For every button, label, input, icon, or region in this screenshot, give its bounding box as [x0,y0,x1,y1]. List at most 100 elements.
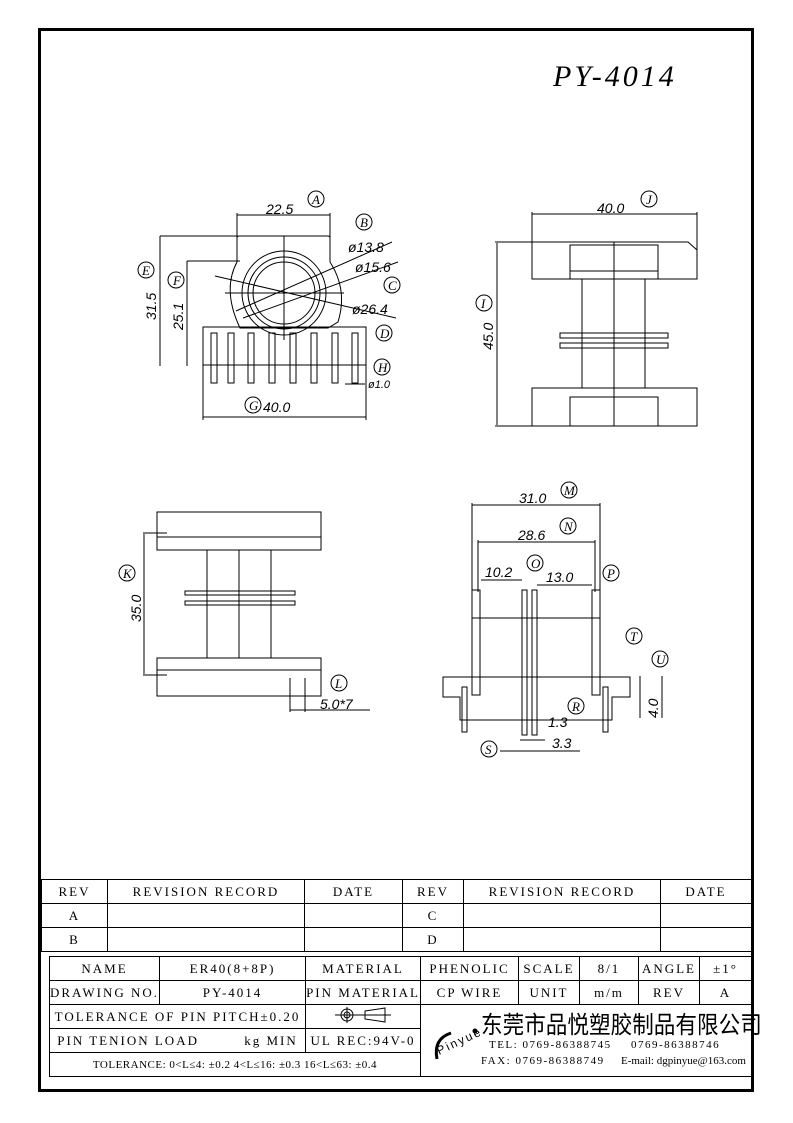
svg-text:H: H [377,360,388,375]
pin-material-label: PIN MATERIAL [305,980,421,1005]
rev-cell: B [41,927,108,952]
dim-E-value: 31.5 [143,293,159,320]
drawing-title: PY-4014 [553,60,677,93]
title-block: NAME ER40(8+8P) MATERIAL PHENOLIC SCALE … [48,956,762,1077]
front-view [159,213,399,420]
pinyue-logo-icon: Pinyue [434,1024,484,1060]
date-cell [304,927,403,952]
svg-text:B: B [360,215,368,230]
rev-cell: A [41,903,108,928]
svg-text:O: O [531,556,541,571]
date-cell [304,903,403,928]
dim-S-value: 3.3 [552,735,572,751]
drawing-no-label: DRAWING NO. [48,980,161,1005]
technical-drawing: 22.5 ø13.8 ø15.6 ø26.4 ø1.0 40.0 31.5 25… [118,190,698,758]
dim-G-value: 40.0 [263,399,290,415]
material-label: MATERIAL [305,956,421,981]
svg-text:R: R [571,699,580,714]
svg-text:K: K [122,566,133,581]
svg-text:I: I [480,296,486,311]
company-info: Pinyue 东莞市品悦塑胶制品有限公司 TEL: 0769-86388745 … [419,1004,762,1077]
dim-R2-value: 1.3 [548,714,568,730]
dim-C-value: ø15.6 [355,259,391,275]
pin-material-value: CP WIRE [419,980,519,1005]
company-email: E-mail: dgpinyue@163.com [620,1055,746,1067]
dim-F-value: 25.1 [170,303,186,331]
revision-record-header-2: REVISION RECORD [463,879,661,904]
dim-L-value: 5.0*7 [320,696,354,712]
scale-label: SCALE [517,956,580,981]
company-tel2: 0769-86388746 [630,1039,721,1051]
angle-label: ANGLE [637,956,700,981]
revision-record-header: REVISION RECORD [107,879,305,904]
dim-A-value: 22.5 [265,201,293,217]
pin-tension-unit: kg MIN [244,1032,298,1048]
dim-B-value: ø13.8 [348,239,384,255]
dim-U-value: 4.0 [645,698,661,718]
projection-symbol [305,1004,421,1029]
svg-text:M: M [563,483,576,498]
company-tel: TEL: 0769-86388745 [488,1039,612,1051]
company-name-cn: 东莞市品悦塑胶制品有限公司 [480,1011,762,1039]
dim-I-value: 45.0 [480,323,496,350]
dim-O2-value: 13.0 [546,569,573,585]
svg-text:G: G [249,398,259,413]
svg-text:T: T [630,629,638,644]
company-fax: FAX: 0769-86388749 [480,1055,605,1067]
date-cell [660,903,752,928]
svg-text:A: A [311,192,320,207]
rev-cell: D [402,927,464,952]
general-tolerance: TOLERANCE: 0<L≤4: ±0.2 4<L≤16: ±0.3 16<L… [49,1052,421,1077]
name-label: NAME [48,956,161,981]
name-value: ER40(8+8P) [159,956,307,981]
dim-N-value: 28.6 [517,527,545,543]
unit-label: UNIT [517,980,580,1005]
dim-C2-value: ø26.4 [352,301,388,317]
dimension-labels: 22.5 ø13.8 ø15.6 ø26.4 ø1.0 40.0 31.5 25… [128,200,661,751]
table-row: B D [41,927,752,952]
pin-tension-load: PIN TENION LOAD [57,1032,199,1048]
callout-circles [118,190,669,758]
rev-value: A [698,980,753,1005]
scale-value: 8/1 [578,956,639,981]
dim-K-value: 35.0 [128,595,144,622]
date-header: DATE [304,879,403,904]
drawing-frame [38,28,754,1092]
rev-label: REV [637,980,700,1005]
section-view [442,503,663,752]
svg-text:U: U [656,652,667,667]
svg-text:J: J [646,192,653,207]
record-cell [463,903,661,928]
svg-text:C: C [388,278,397,293]
table-row: A C [41,903,752,928]
svg-text:L: L [334,676,342,691]
dim-J-value: 40.0 [597,200,624,216]
pin-tension-row: PIN TENION LOAD kg MIN [48,1028,307,1053]
callout-letters: A B C D H G E F J I K L M N O P T U R S [122,192,667,757]
revision-header-row: REV REVISION RECORD DATE REV REVISION RE… [41,879,752,904]
front-pins [210,332,359,384]
svg-text:F: F [172,273,182,288]
rev-header: REV [41,879,108,904]
date-header-2: DATE [660,879,752,904]
svg-text:N: N [563,519,574,534]
date-cell [660,927,752,952]
svg-text:E: E [141,263,150,278]
unit-value: m/m [578,980,639,1005]
side-view [495,212,698,427]
rev-cell: C [402,903,464,928]
record-cell [107,903,305,928]
bottom-view [143,511,370,712]
svg-text:S: S [485,742,492,757]
revision-table: REV REVISION RECORD DATE REV REVISION RE… [41,879,752,952]
svg-text:P: P [606,566,615,581]
rev-header-2: REV [402,879,464,904]
record-cell [107,927,305,952]
ul-rec: UL REC:94V-0 [305,1028,421,1053]
svg-text:D: D [379,326,390,341]
dim-O-value: 10.2 [485,564,512,580]
dim-M-value: 31.0 [519,490,546,506]
first-angle-projection-icon [335,1006,392,1023]
dim-H-value: ø1.0 [368,379,391,391]
record-cell [463,927,661,952]
